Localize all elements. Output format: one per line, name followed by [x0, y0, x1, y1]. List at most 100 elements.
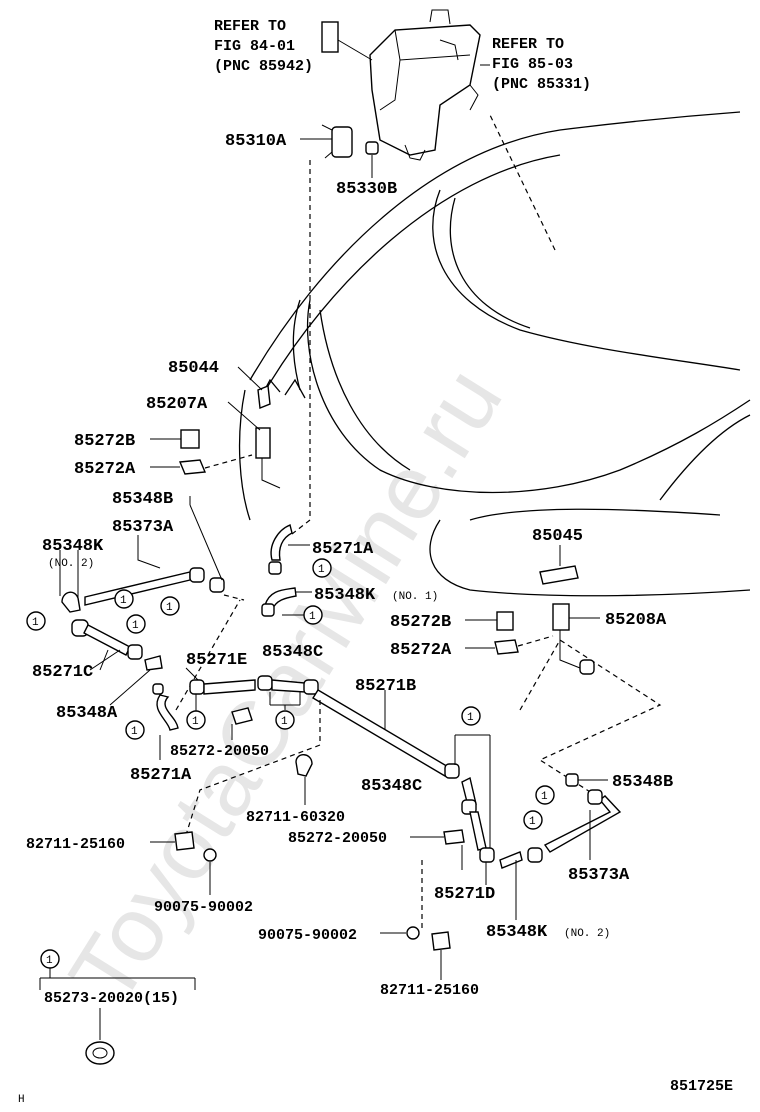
callout-circles: 1 1 1 1 1 1 1 1 1 1 1 1 1	[26, 558, 555, 969]
label-85207A: 85207A	[146, 395, 208, 414]
clip-85272B-left	[150, 429, 200, 449]
label-82711-25160-left: 82711-25160	[26, 836, 125, 853]
label-85348A: 85348A	[56, 704, 118, 723]
route-line	[489, 114, 556, 251]
joint-85348C-top	[257, 675, 319, 710]
callout-1: 1	[275, 710, 295, 730]
svg-text:1: 1	[309, 611, 316, 623]
label-85271B: 85271B	[355, 677, 416, 696]
label-85348K-right: 85348K	[486, 923, 548, 942]
hose-85271A-center	[268, 524, 310, 575]
label-85273-20020: 85273-20020(15)	[44, 990, 179, 1007]
washer-pump-85310A	[300, 124, 353, 159]
callout-1: 1	[125, 720, 145, 740]
label-85348C-top: 85348C	[262, 643, 323, 662]
label-85272B-left: 85272B	[74, 432, 135, 451]
svg-text:1: 1	[131, 726, 138, 738]
clip-82711-25160-right	[431, 931, 451, 980]
clamp-85273-20020	[39, 968, 196, 1065]
clip-85272A-right	[465, 635, 554, 655]
washer-tank	[321, 9, 490, 161]
svg-text:1: 1	[32, 617, 39, 629]
svg-text:1: 1	[529, 816, 536, 828]
label-82711-25160-right: 82711-25160	[380, 982, 479, 999]
svg-text:FIG 84-01: FIG 84-01	[214, 38, 295, 55]
label-85348C-mid: 85348C	[361, 777, 422, 796]
label-85348K-no1: 85348K	[314, 586, 376, 605]
hose-85271B	[312, 689, 451, 777]
hood-outline	[238, 111, 751, 597]
bolt-90075-90002-right	[380, 860, 423, 940]
label-90075-90002-left: 90075-90002	[154, 899, 253, 916]
callout-1: 1	[26, 611, 46, 631]
clip-82711-25160-left	[150, 831, 195, 851]
reference-note-left: REFER TO FIG 84-01 (PNC 85942)	[214, 18, 313, 75]
svg-text:REFER TO: REFER TO	[214, 18, 286, 35]
label-85272B-right: 85272B	[390, 613, 451, 632]
label-82711-60320: 82711-60320	[246, 809, 345, 826]
svg-text:1: 1	[541, 791, 548, 803]
route-line	[519, 639, 662, 796]
nozzle-85207A	[227, 401, 281, 489]
route-line	[185, 700, 321, 836]
label-no2-right: (NO. 2)	[564, 928, 610, 940]
svg-text:1: 1	[192, 716, 199, 728]
label-90075-90002-right: 90075-90002	[258, 927, 357, 944]
hose-assembly-left	[59, 504, 245, 760]
svg-text:1: 1	[46, 955, 53, 967]
svg-text:1: 1	[281, 716, 288, 728]
label-85373A-right: 85373A	[568, 866, 630, 885]
grommet-85330B	[365, 141, 379, 178]
label-85044: 85044	[168, 359, 219, 378]
label-85272A-right: 85272A	[390, 641, 452, 660]
label-no2-left: (NO. 2)	[48, 558, 94, 570]
svg-text:1: 1	[120, 595, 127, 607]
callout-1: 1	[40, 949, 60, 969]
nozzle-85208A	[552, 603, 600, 675]
label-85348B-left: 85348B	[112, 490, 173, 509]
clip-85272-20050-left	[231, 707, 253, 740]
callout-1: 1	[312, 558, 332, 578]
svg-text:REFER TO: REFER TO	[492, 36, 564, 53]
label-85310A: 85310A	[225, 132, 287, 151]
svg-text:1: 1	[467, 712, 474, 724]
svg-text:(PNC 85331): (PNC 85331)	[492, 76, 591, 93]
svg-text:1: 1	[318, 564, 325, 576]
hose-85348K-no1	[261, 587, 312, 617]
label-85271A-bottom: 85271A	[130, 766, 192, 785]
label-85272A-left: 85272A	[74, 460, 136, 479]
part-labels: 85310A 85330B 85044 85207A 85272B 85272A…	[18, 132, 733, 1106]
callout-1: 1	[461, 706, 481, 726]
label-85272-20050-right: 85272-20050	[288, 830, 387, 847]
clip-85272B-right	[465, 611, 514, 631]
svg-text:1: 1	[132, 620, 139, 632]
label-85208A: 85208A	[605, 611, 667, 630]
label-85271D: 85271D	[434, 885, 495, 904]
callout-1: 1	[114, 589, 134, 609]
reference-note-right: REFER TO FIG 85-03 (PNC 85331)	[492, 36, 591, 93]
callout-1: 1	[160, 596, 180, 616]
label-85045: 85045	[532, 527, 583, 546]
label-no1: (NO. 1)	[392, 591, 438, 603]
hose-85271E	[185, 667, 256, 712]
label-85271E: 85271E	[186, 651, 247, 670]
label-85271A-top: 85271A	[312, 540, 374, 559]
callout-1: 1	[186, 710, 206, 730]
hose-assembly-right	[410, 734, 622, 920]
label-85348B-right: 85348B	[612, 773, 673, 792]
clip-82711-60320	[295, 754, 313, 805]
svg-text:1: 1	[166, 602, 173, 614]
bolt-90075-90002-left	[203, 848, 217, 895]
figure-id: 851725E	[670, 1078, 733, 1095]
leader-lines	[77, 366, 561, 671]
callout-1: 1	[303, 605, 323, 625]
clip-85272A-left	[150, 454, 253, 475]
label-85272-20050-left: 85272-20050	[170, 743, 269, 760]
label-85348K-left: 85348K	[42, 537, 104, 556]
label-85271C: 85271C	[32, 663, 93, 682]
svg-text:(PNC 85942): (PNC 85942)	[214, 58, 313, 75]
svg-text:FIG 85-03: FIG 85-03	[492, 56, 573, 73]
corner-mark: H	[18, 1094, 25, 1106]
label-85373A-left: 85373A	[112, 518, 174, 537]
